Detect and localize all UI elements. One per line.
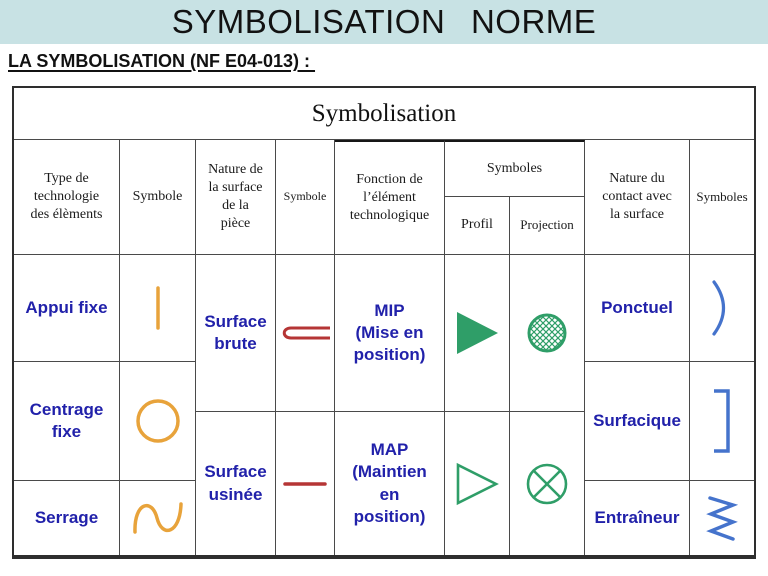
circle-outline-icon bbox=[135, 399, 180, 443]
horizontal-line-icon bbox=[283, 481, 327, 486]
cell-entraineur-symbol bbox=[690, 481, 754, 555]
table-title: Symbolisation bbox=[14, 88, 754, 140]
cell-surfacique-symbol bbox=[690, 362, 754, 481]
cell-surface-brute: Surface brute bbox=[196, 255, 276, 412]
circle-crosshatch-icon bbox=[527, 313, 567, 353]
arc-icon bbox=[712, 280, 726, 336]
header-profil: Profil bbox=[445, 197, 510, 255]
open-clamp-icon bbox=[282, 326, 330, 340]
header-symboles-2: Symboles bbox=[690, 140, 754, 255]
symbolisation-table: Symbolisation Type de technologie des él… bbox=[12, 86, 756, 559]
cell-ponctuel: Ponctuel bbox=[585, 255, 690, 362]
header-nature-surface: Nature de la surface de la pièce bbox=[196, 140, 276, 255]
circle-x-icon bbox=[526, 463, 568, 504]
header-nature-contact: Nature du contact avec la surface bbox=[585, 140, 690, 255]
cell-surface-brute-symbol bbox=[276, 255, 335, 412]
cell-mip-projection-symbol bbox=[510, 255, 585, 412]
cell-map-projection-symbol bbox=[510, 412, 585, 555]
title-banner: SYMBOLISATION NORME bbox=[0, 0, 768, 44]
cell-surface-usinee-symbol bbox=[276, 412, 335, 555]
cell-appui-fixe-symbol bbox=[120, 255, 196, 362]
cell-ponctuel-symbol bbox=[690, 255, 754, 362]
header-symbole-1: Symbole bbox=[120, 140, 196, 255]
cell-mip-profil-symbol bbox=[445, 255, 510, 412]
cell-entraineur: Entraîneur bbox=[585, 481, 690, 555]
zigzag-icon bbox=[706, 496, 738, 541]
cell-serrage-symbol bbox=[120, 481, 196, 555]
sine-wave-icon bbox=[132, 502, 183, 534]
header-symboles-group: Symboles bbox=[445, 140, 585, 197]
cell-mip: MIP (Mise en position) bbox=[335, 255, 445, 412]
cell-surfacique: Surfacique bbox=[585, 362, 690, 481]
cell-centrage-fixe-symbol bbox=[120, 362, 196, 481]
cell-centrage-fixe: Centrage fixe bbox=[14, 362, 120, 481]
cell-serrage: Serrage bbox=[14, 481, 120, 555]
page-title: SYMBOLISATION NORME bbox=[171, 3, 597, 40]
triangle-outline-icon bbox=[456, 462, 499, 505]
header-projection: Projection bbox=[510, 197, 585, 255]
cell-surface-usinee: Surface usinée bbox=[196, 412, 276, 555]
cell-appui-fixe: Appui fixe bbox=[14, 255, 120, 362]
triangle-filled-icon bbox=[457, 312, 498, 354]
header-symbole-2: Symbole bbox=[276, 140, 335, 255]
cell-map: MAP (Maintien en position) bbox=[335, 412, 445, 555]
header-fonction: Fonction de l’élément technologique bbox=[335, 140, 445, 255]
header-type-technologie: Type de technologie des élèments bbox=[14, 140, 120, 255]
vertical-bar-icon bbox=[155, 286, 160, 330]
section-heading: LA SYMBOLISATION (NF E04-013) : bbox=[8, 51, 316, 71]
cell-map-profil-symbol bbox=[445, 412, 510, 555]
bracket-icon bbox=[714, 389, 730, 453]
